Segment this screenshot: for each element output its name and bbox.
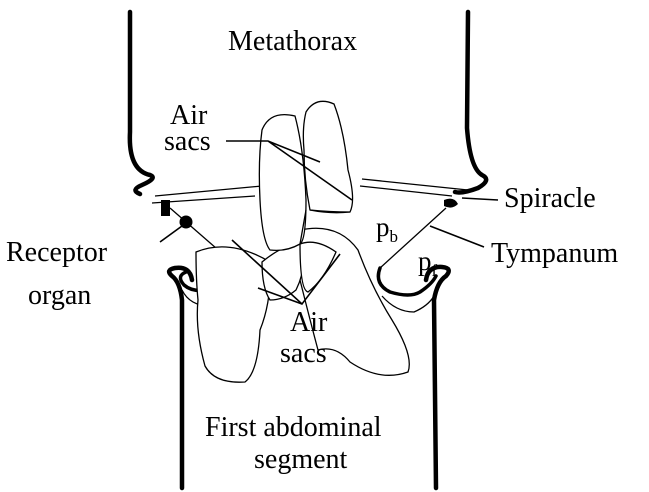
- left-abdominal-wall: [169, 268, 192, 488]
- leader-receptor-organ: [160, 226, 182, 242]
- leader-tympanum: [430, 226, 484, 247]
- label-first-abdominal-line1: First abdominal: [205, 412, 382, 443]
- right-abdominal-wall: [426, 267, 449, 488]
- left-spiracle-block: [161, 200, 170, 216]
- label-tympanum: Tympanum: [491, 238, 618, 269]
- right-body-wall: [455, 12, 486, 193]
- label-p-b: pb: [376, 212, 398, 246]
- label-spiracle: Spiracle: [504, 183, 596, 214]
- right-spiracle-mark: [444, 199, 458, 208]
- label-receptor-line2: organ: [28, 280, 91, 311]
- air-sac-lower-left: [196, 247, 270, 382]
- label-first-abdominal-line2: segment: [254, 444, 348, 475]
- label-p-b-subscript: b: [390, 227, 399, 246]
- leader-spiracle: [462, 198, 498, 200]
- left-body-wall: [130, 12, 153, 194]
- right-membrane-inner: [382, 296, 434, 312]
- label-receptor-line1: Receptor: [6, 237, 108, 268]
- right-tympanal-frame: [360, 179, 468, 196]
- label-metathorax: Metathorax: [228, 26, 357, 57]
- label-p-f: pf: [418, 246, 438, 280]
- label-p-f-main: p: [418, 246, 432, 276]
- label-p-b-main: p: [376, 212, 390, 242]
- label-air-sacs-bottom-line1: Air: [290, 307, 328, 338]
- label-air-sacs-top-line2: sacs: [164, 126, 211, 157]
- label-air-sacs-bottom-line2: sacs: [280, 338, 327, 369]
- label-p-f-subscript: f: [432, 261, 438, 280]
- air-sac-upper-left: [259, 115, 306, 251]
